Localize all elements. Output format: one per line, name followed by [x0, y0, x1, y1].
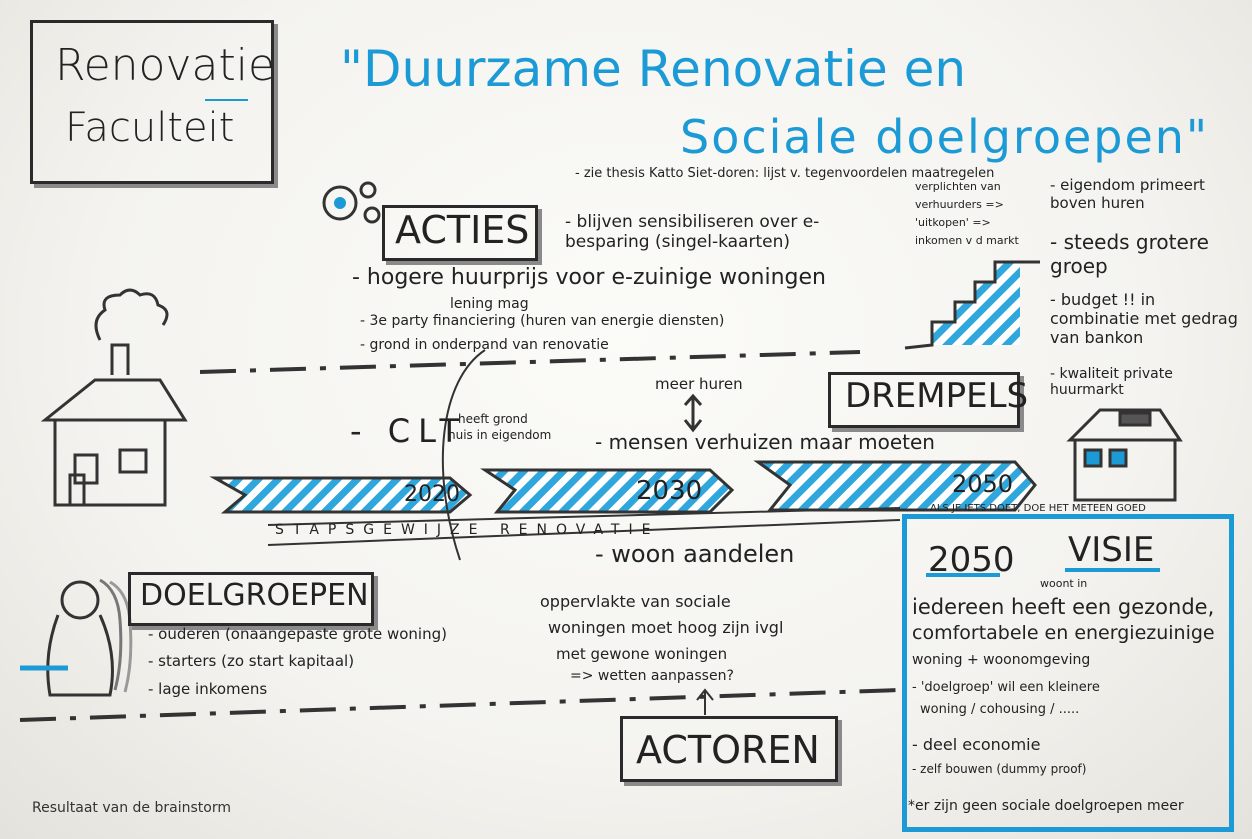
visie-line: - deel economie: [912, 735, 1041, 754]
page-title-line2: Sociale doelgroepen": [680, 110, 1210, 164]
visie-year: 2050: [928, 540, 1015, 580]
doelgroepen-item: - lage inkomens: [148, 680, 268, 698]
actoren-box: [620, 716, 838, 782]
acties-item: meer huren: [655, 375, 743, 393]
doelgroepen-heading: DOELGROEPEN: [140, 578, 369, 613]
timeline-year-2030: 2030: [636, 476, 703, 506]
drempels-item: - steeds grotere groep: [1050, 230, 1209, 278]
separator-line-top: [199, 350, 861, 374]
logo-line1: Renovatie: [55, 40, 276, 91]
gear-icon: [322, 181, 381, 224]
person-icon: [46, 578, 133, 697]
acties-item: huis in eigendom: [448, 428, 552, 442]
timeline-year-2020: 2020: [404, 482, 460, 507]
actoren-text: oppervlakte van sociale: [540, 592, 731, 611]
acties-item: - 3e party financiering (huren van energ…: [360, 313, 725, 329]
drempels-heading: DREMPELS: [845, 376, 1029, 416]
acties-item: heeft grond: [458, 412, 528, 426]
house-smoke-icon: [40, 288, 188, 507]
timeline-note: ALS JE IETS DOET, DOE HET METEEN GOED: [930, 503, 1146, 514]
separator-line-bottom: [19, 688, 901, 722]
stairs-icon: [904, 260, 1040, 350]
logo-box: [30, 20, 274, 184]
actoren-text: woningen moet hoog zijn ivgl: [548, 618, 784, 637]
drempels-item: - budget !! in combinatie met gedrag van…: [1050, 290, 1238, 347]
actoren-text: met gewone woningen: [556, 645, 728, 663]
acties-item: - grond in onderpand van renovatie: [360, 337, 609, 353]
timeline-arrows: [209, 460, 1037, 514]
doelgroepen-item: - ouderen (onaangepaste grote woning): [148, 625, 447, 643]
acties-heading: ACTIES: [395, 208, 530, 252]
acties-item: - hogere huurprijs voor e-zuinige woning…: [352, 265, 826, 290]
acties-item: - mensen verhuizen maar moeten: [595, 430, 935, 454]
visie-line: iedereen heeft een gezonde,: [912, 595, 1215, 619]
acties-item: - zie thesis Katto Siet-doren: lijst v. …: [575, 166, 995, 181]
page-title-line1: "Duurzame Renovatie en: [340, 40, 967, 98]
visie-line: *er zijn geen sociale doelgroepen meer: [908, 798, 1184, 814]
acties-item: lening mag: [450, 296, 529, 312]
visie-line: - 'doelgroep' wil een kleinere: [912, 680, 1100, 695]
visie-line: woning / cohousing / .....: [920, 702, 1080, 717]
doelgroepen-box: [128, 572, 374, 626]
drempels-box: [828, 372, 1020, 428]
visie-line: - zelf bouwen (dummy proof): [912, 762, 1087, 776]
woon-aandelen: - woon aandelen: [595, 540, 795, 568]
visie-line: woning + woonomgeving: [912, 652, 1091, 668]
actoren-text: => wetten aanpassen?: [570, 668, 734, 684]
drempels-item: - eigendom primeert boven huren: [1050, 176, 1205, 212]
acties-item: - blijven sensibiliseren over e-besparin…: [565, 212, 820, 252]
timeline-year-2050: 2050: [952, 470, 1014, 498]
timeline-label: STAPSGEWIJZE RENOVATIE: [275, 522, 660, 538]
drempels-item: - kwaliteit private huurmarkt: [1050, 366, 1173, 398]
up-down-arrow-icon: [683, 393, 703, 433]
actoren-heading: ACTOREN: [636, 728, 820, 772]
drempels-item: verplichten van verhuurders => 'uitkopen…: [915, 180, 1019, 247]
acties-item: - CLT: [350, 412, 468, 450]
visie-box: [902, 514, 1234, 832]
acties-box: [382, 205, 538, 261]
visie-heading: VISIE: [1068, 530, 1155, 570]
doelgroepen-item: - starters (zo start kapitaal): [148, 652, 355, 670]
house-icon: [1066, 408, 1183, 502]
image-caption: Resultaat van de brainstorm: [32, 800, 231, 816]
visie-line: woont in: [1040, 577, 1088, 590]
logo-line2: Faculteit: [65, 105, 235, 151]
visie-line: comfortabele en energiezuinige: [912, 622, 1215, 644]
